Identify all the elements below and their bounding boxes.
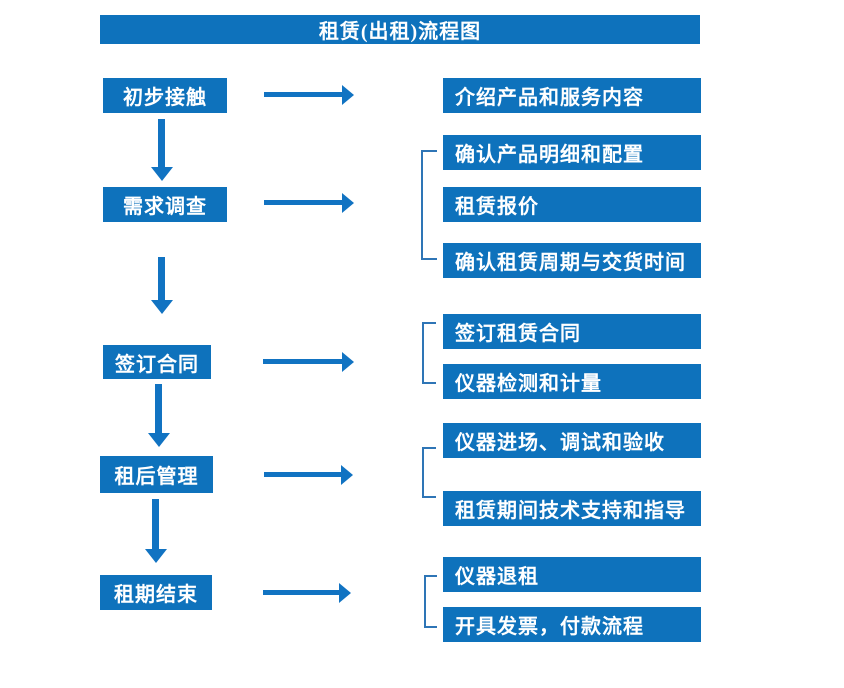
right-arrow-icon [264,465,353,485]
right-arrow-icon [263,352,354,372]
detail-confirm-period-delivery: 确认租赁周期与交货时间 [443,243,701,278]
step-demand-survey: 需求调查 [103,187,227,222]
detail-instrument-setup-acceptance: 仪器进场、调试和验收 [443,423,701,458]
detail-introduce-products-services: 介绍产品和服务内容 [443,78,701,113]
detail-rental-quote: 租赁报价 [443,187,701,222]
flowchart-title: 租赁(出租)流程图 [100,15,700,44]
group-bracket [422,447,436,498]
down-arrow-icon [144,384,174,447]
down-arrow-icon [147,119,177,181]
detail-tech-support-guidance: 租赁期间技术支持和指导 [443,491,701,526]
step-initial-contact: 初步接触 [103,78,227,113]
step-sign-contract: 签订合同 [103,345,211,379]
right-arrow-icon [263,583,351,603]
group-bracket [422,322,436,384]
detail-sign-rental-contract: 签订租赁合同 [443,314,701,349]
group-bracket [421,150,437,260]
step-rental-end: 租期结束 [100,575,212,610]
detail-confirm-product-config: 确认产品明细和配置 [443,135,701,170]
group-bracket [424,575,437,628]
detail-instrument-test-calibration: 仪器检测和计量 [443,364,701,399]
right-arrow-icon [264,85,354,105]
detail-invoice-payment: 开具发票，付款流程 [443,607,701,642]
down-arrow-icon [147,257,177,314]
detail-instrument-return: 仪器退租 [443,557,701,592]
down-arrow-icon [141,499,171,563]
right-arrow-icon [264,193,354,213]
step-post-rental-management: 租后管理 [100,456,213,493]
